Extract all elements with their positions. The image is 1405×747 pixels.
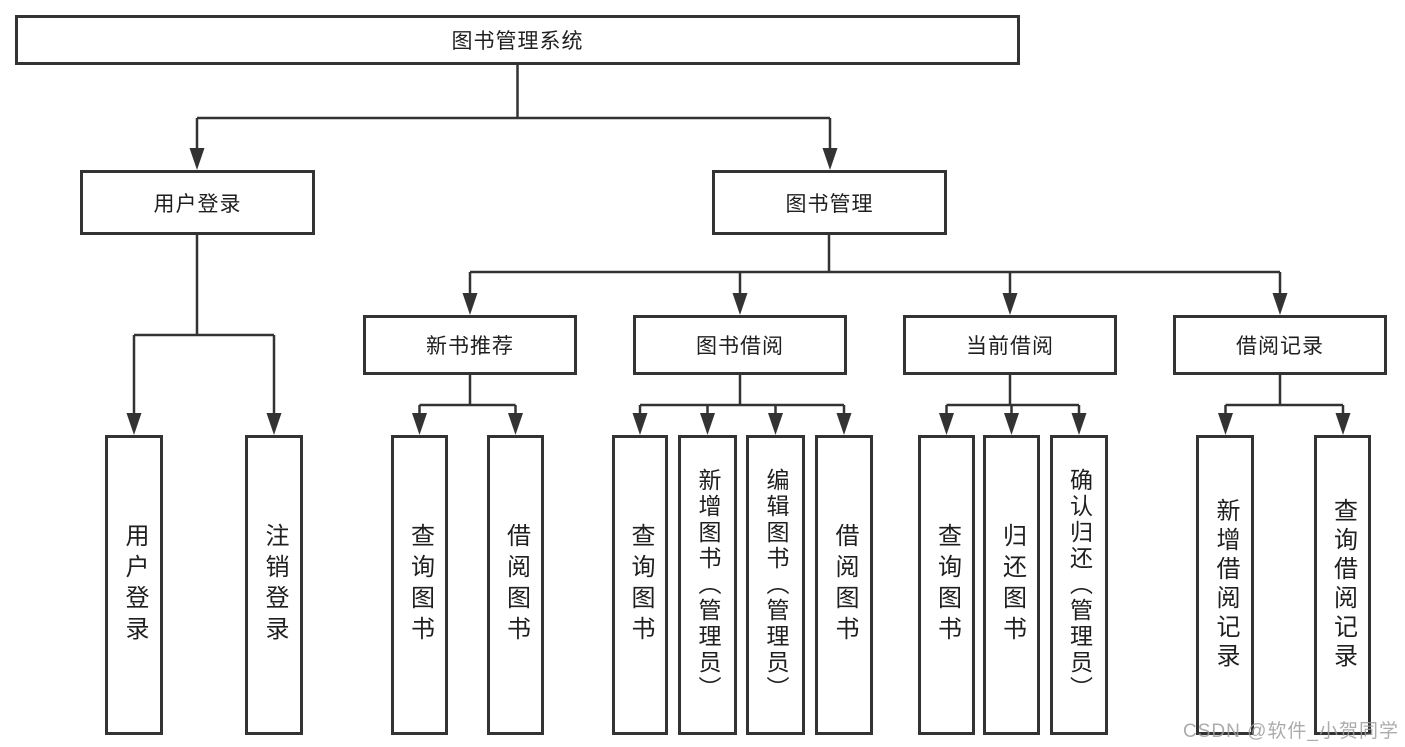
arrow-down-icon [1335,413,1351,435]
arrow-down-icon [1002,293,1018,315]
node-borrow-records: 借阅记录 [1173,315,1387,375]
node-leaf-query-books-1: 查询图书 [391,435,448,735]
node-label: 编辑图书（管理员） [763,468,789,702]
node-label: 借阅记录 [1236,335,1324,358]
arrow-down-icon [939,413,954,435]
arrow-down-icon [1218,413,1233,435]
arrow-down-icon [266,413,282,435]
arrow-down-icon [732,293,748,315]
node-book-borrowing: 图书借阅 [633,315,847,375]
node-leaf-add-books-admin: 新增图书（管理员） [678,435,737,735]
node-label: 新增借阅记录 [1212,498,1239,672]
arrow-down-icon [822,148,838,170]
arrow-down-icon [700,413,715,435]
node-root: 图书管理系统 [15,15,1020,65]
arrow-down-icon [189,148,205,170]
node-current-borrowing: 当前借阅 [903,315,1117,375]
node-leaf-edit-books-admin: 编辑图书（管理员） [746,435,805,735]
node-label: 借阅图书 [502,523,530,647]
arrow-down-icon [836,413,852,435]
arrow-down-icon [632,413,648,435]
node-label: 用户登录 [121,523,148,647]
node-leaf-user-login: 用户登录 [105,435,163,735]
node-leaf-borrow-books-1: 借阅图书 [487,435,544,735]
node-leaf-return-books: 归还图书 [983,435,1040,735]
node-label: 图书借阅 [696,335,784,358]
node-label: 查询图书 [627,523,654,647]
node-label: 归还图书 [998,523,1026,647]
arrow-down-icon [508,413,523,435]
arrow-down-icon [768,413,783,435]
node-label: 确认归还（管理员） [1066,468,1093,702]
arrow-down-icon [126,413,142,435]
node-label: 查询借阅记录 [1329,498,1357,672]
node-leaf-query-books-3: 查询图书 [918,435,975,735]
node-leaf-confirm-return-admin: 确认归还（管理员） [1050,435,1108,735]
node-label: 新增图书（管理员） [695,468,721,702]
arrow-down-icon [1004,413,1019,435]
node-book-management: 图书管理 [712,170,947,235]
node-label: 注销登录 [261,523,288,647]
node-label: 当前借阅 [966,335,1054,358]
node-label: 查询图书 [933,523,961,647]
node-label: 新书推荐 [426,335,514,358]
node-leaf-query-books-2: 查询图书 [612,435,668,735]
node-leaf-add-borrow-record: 新增借阅记录 [1196,435,1254,735]
node-user-login: 用户登录 [80,170,315,235]
node-label: 用户登录 [153,192,242,216]
node-leaf-borrow-books-2: 借阅图书 [815,435,873,735]
arrow-down-icon [462,293,478,315]
arrow-down-icon [1071,413,1087,435]
node-leaf-query-borrow-record: 查询借阅记录 [1314,435,1371,735]
node-leaf-logout: 注销登录 [245,435,303,735]
node-label: 图书管理系统 [451,30,584,53]
node-label: 图书管理 [785,192,874,216]
csdn-watermark: CSDN @软件_小贺同学 [1183,721,1399,742]
arrow-down-icon [412,413,427,435]
arrow-down-icon [1272,293,1288,315]
node-label: 借阅图书 [831,523,858,647]
node-label: 查询图书 [406,523,434,647]
node-new-book-recommend: 新书推荐 [363,315,577,375]
